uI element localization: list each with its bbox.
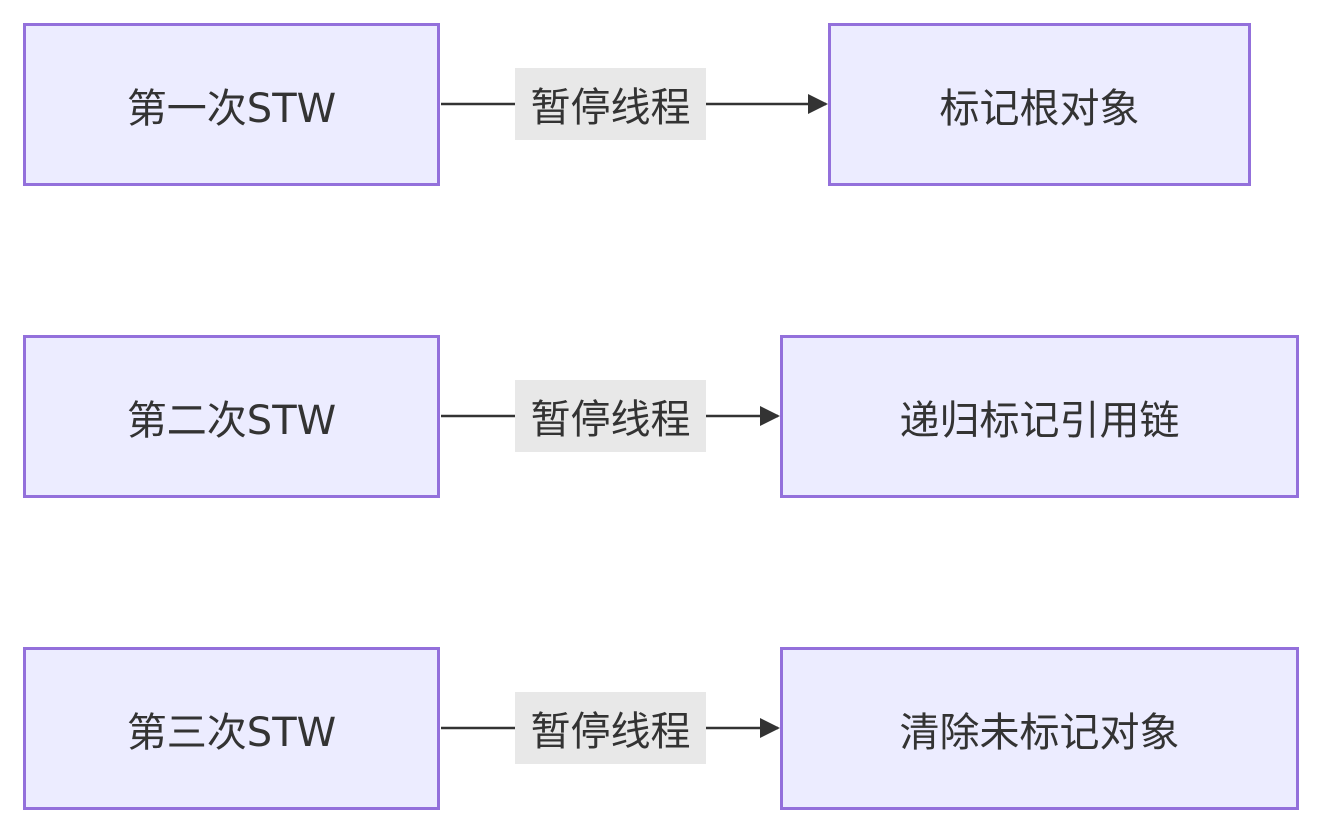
node-second-stw: 第二次STW [23,335,440,498]
node-label: 第二次STW [126,397,337,444]
node-third-stw: 第三次STW [23,647,440,810]
node-label: 递归标记引用链 [899,397,1180,444]
node-first-stw: 第一次STW [23,23,440,186]
node-sweep-unmarked: 清除未标记对象 [780,647,1299,810]
edge-label-row2: 暂停线程 [515,380,706,452]
node-mark-roots: 标记根对象 [828,23,1251,186]
edge-label-row1: 暂停线程 [515,68,706,140]
edge-label-row3: 暂停线程 [515,692,706,764]
node-label: 清除未标记对象 [899,709,1180,756]
node-label: 第三次STW [126,709,337,756]
node-label: 标记根对象 [939,85,1140,132]
node-label: 第一次STW [126,85,337,132]
node-recursive-mark: 递归标记引用链 [780,335,1299,498]
